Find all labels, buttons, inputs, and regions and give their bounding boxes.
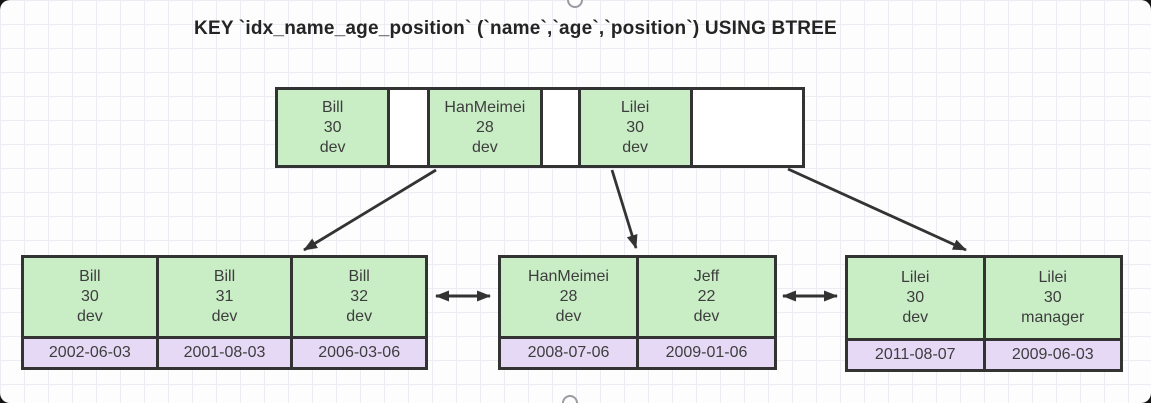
leaf-record: HanMeimei 28 dev 2008-07-06 xyxy=(501,258,636,367)
row-data-cell: 2001-08-03 xyxy=(158,336,291,367)
entry-name: Bill xyxy=(79,268,101,285)
entry-age: 32 xyxy=(350,288,369,305)
row-data-cell: 2006-03-06 xyxy=(293,336,426,367)
entry-position: dev xyxy=(622,138,649,156)
leaf-record: Bill 31 dev 2001-08-03 xyxy=(155,258,291,367)
entry-name: HanMeimei xyxy=(528,268,609,285)
canvas-handle-bottom xyxy=(562,395,578,403)
index-entry-cell: Bill 31 dev xyxy=(158,258,291,336)
row-data-cell: 2011-08-07 xyxy=(848,338,983,369)
entry-name: Lilei xyxy=(901,269,930,286)
entry-age: 30 xyxy=(906,289,925,306)
index-entry-cell: Lilei 30 manager xyxy=(985,258,1120,338)
leaf-record: Bill 32 dev 2006-03-06 xyxy=(290,258,426,367)
row-data-cell: 2009-06-03 xyxy=(985,338,1120,369)
entry-name: Bill xyxy=(321,98,344,116)
entry-age: 28 xyxy=(559,288,578,305)
entry-age: 22 xyxy=(697,288,716,305)
leaf-node-right: Lilei 30 dev 2011-08-07 Lilei 30 manager… xyxy=(845,255,1123,372)
index-entry-cell: Lilei 30 dev xyxy=(577,90,690,165)
entry-position: dev xyxy=(76,308,103,325)
index-entry-cell: Jeff 22 dev xyxy=(639,258,774,336)
index-entry-cell: HanMeimei 28 dev xyxy=(501,258,636,336)
leaf-record: Bill 30 dev 2002-06-03 xyxy=(24,258,156,367)
index-entry-cell: Lilei 30 dev xyxy=(848,258,983,338)
index-entry-cell: Bill 30 dev xyxy=(278,90,388,165)
row-data-cell: 2002-06-03 xyxy=(24,336,156,367)
entry-age: 30 xyxy=(323,118,342,136)
entry-name: HanMeimei xyxy=(444,98,526,116)
entry-name: Bill xyxy=(213,268,236,285)
index-entry-cell: Bill 30 dev xyxy=(24,258,156,336)
leaf-node-middle: HanMeimei 28 dev 2008-07-06 Jeff 22 dev … xyxy=(498,255,777,370)
pointer-arrow-left xyxy=(303,168,437,252)
entry-age: 30 xyxy=(80,288,99,305)
entry-position: dev xyxy=(346,308,373,325)
entry-age: 30 xyxy=(626,118,645,136)
leaf-record: Jeff 22 dev 2009-01-06 xyxy=(636,258,774,367)
entry-position: dev xyxy=(211,308,238,325)
entry-age: 31 xyxy=(215,288,234,305)
leaf-node-left: Bill 30 dev 2002-06-03 Bill 31 dev 2001-… xyxy=(21,255,428,370)
diagram-title: KEY `idx_name_age_position` (`name`,`age… xyxy=(194,18,837,39)
entry-name: Lilei xyxy=(1038,269,1067,286)
leaf-record: Lilei 30 manager 2009-06-03 xyxy=(982,258,1120,369)
pointer-arrow-right xyxy=(787,167,967,252)
pointer-arrow-middle xyxy=(610,169,638,249)
row-data-cell: 2008-07-06 xyxy=(501,336,636,367)
entry-position: dev xyxy=(902,309,929,326)
index-entry-cell: HanMeimei 28 dev xyxy=(427,90,540,165)
entry-position: dev xyxy=(319,138,346,156)
entry-name: Bill xyxy=(348,268,370,285)
index-entry-cell: Bill 32 dev xyxy=(293,258,426,336)
entry-age: 28 xyxy=(475,118,494,136)
leaf-record: Lilei 30 dev 2011-08-07 xyxy=(848,258,983,369)
entry-name: Lilei xyxy=(620,98,650,116)
entry-age: 30 xyxy=(1043,289,1062,306)
entry-position: dev xyxy=(693,308,720,325)
entry-position: dev xyxy=(555,308,582,325)
child-pointer-cell xyxy=(689,90,802,165)
root-node: Bill 30 dev HanMeimei 28 dev Lilei 30 de… xyxy=(275,87,805,168)
entry-position: manager xyxy=(1021,309,1085,326)
child-pointer-cell xyxy=(387,90,428,165)
canvas-handle-top xyxy=(567,0,583,8)
entry-position: dev xyxy=(471,138,498,156)
entry-name: Jeff xyxy=(693,268,720,285)
child-pointer-cell xyxy=(539,90,578,165)
row-data-cell: 2009-01-06 xyxy=(639,336,774,367)
